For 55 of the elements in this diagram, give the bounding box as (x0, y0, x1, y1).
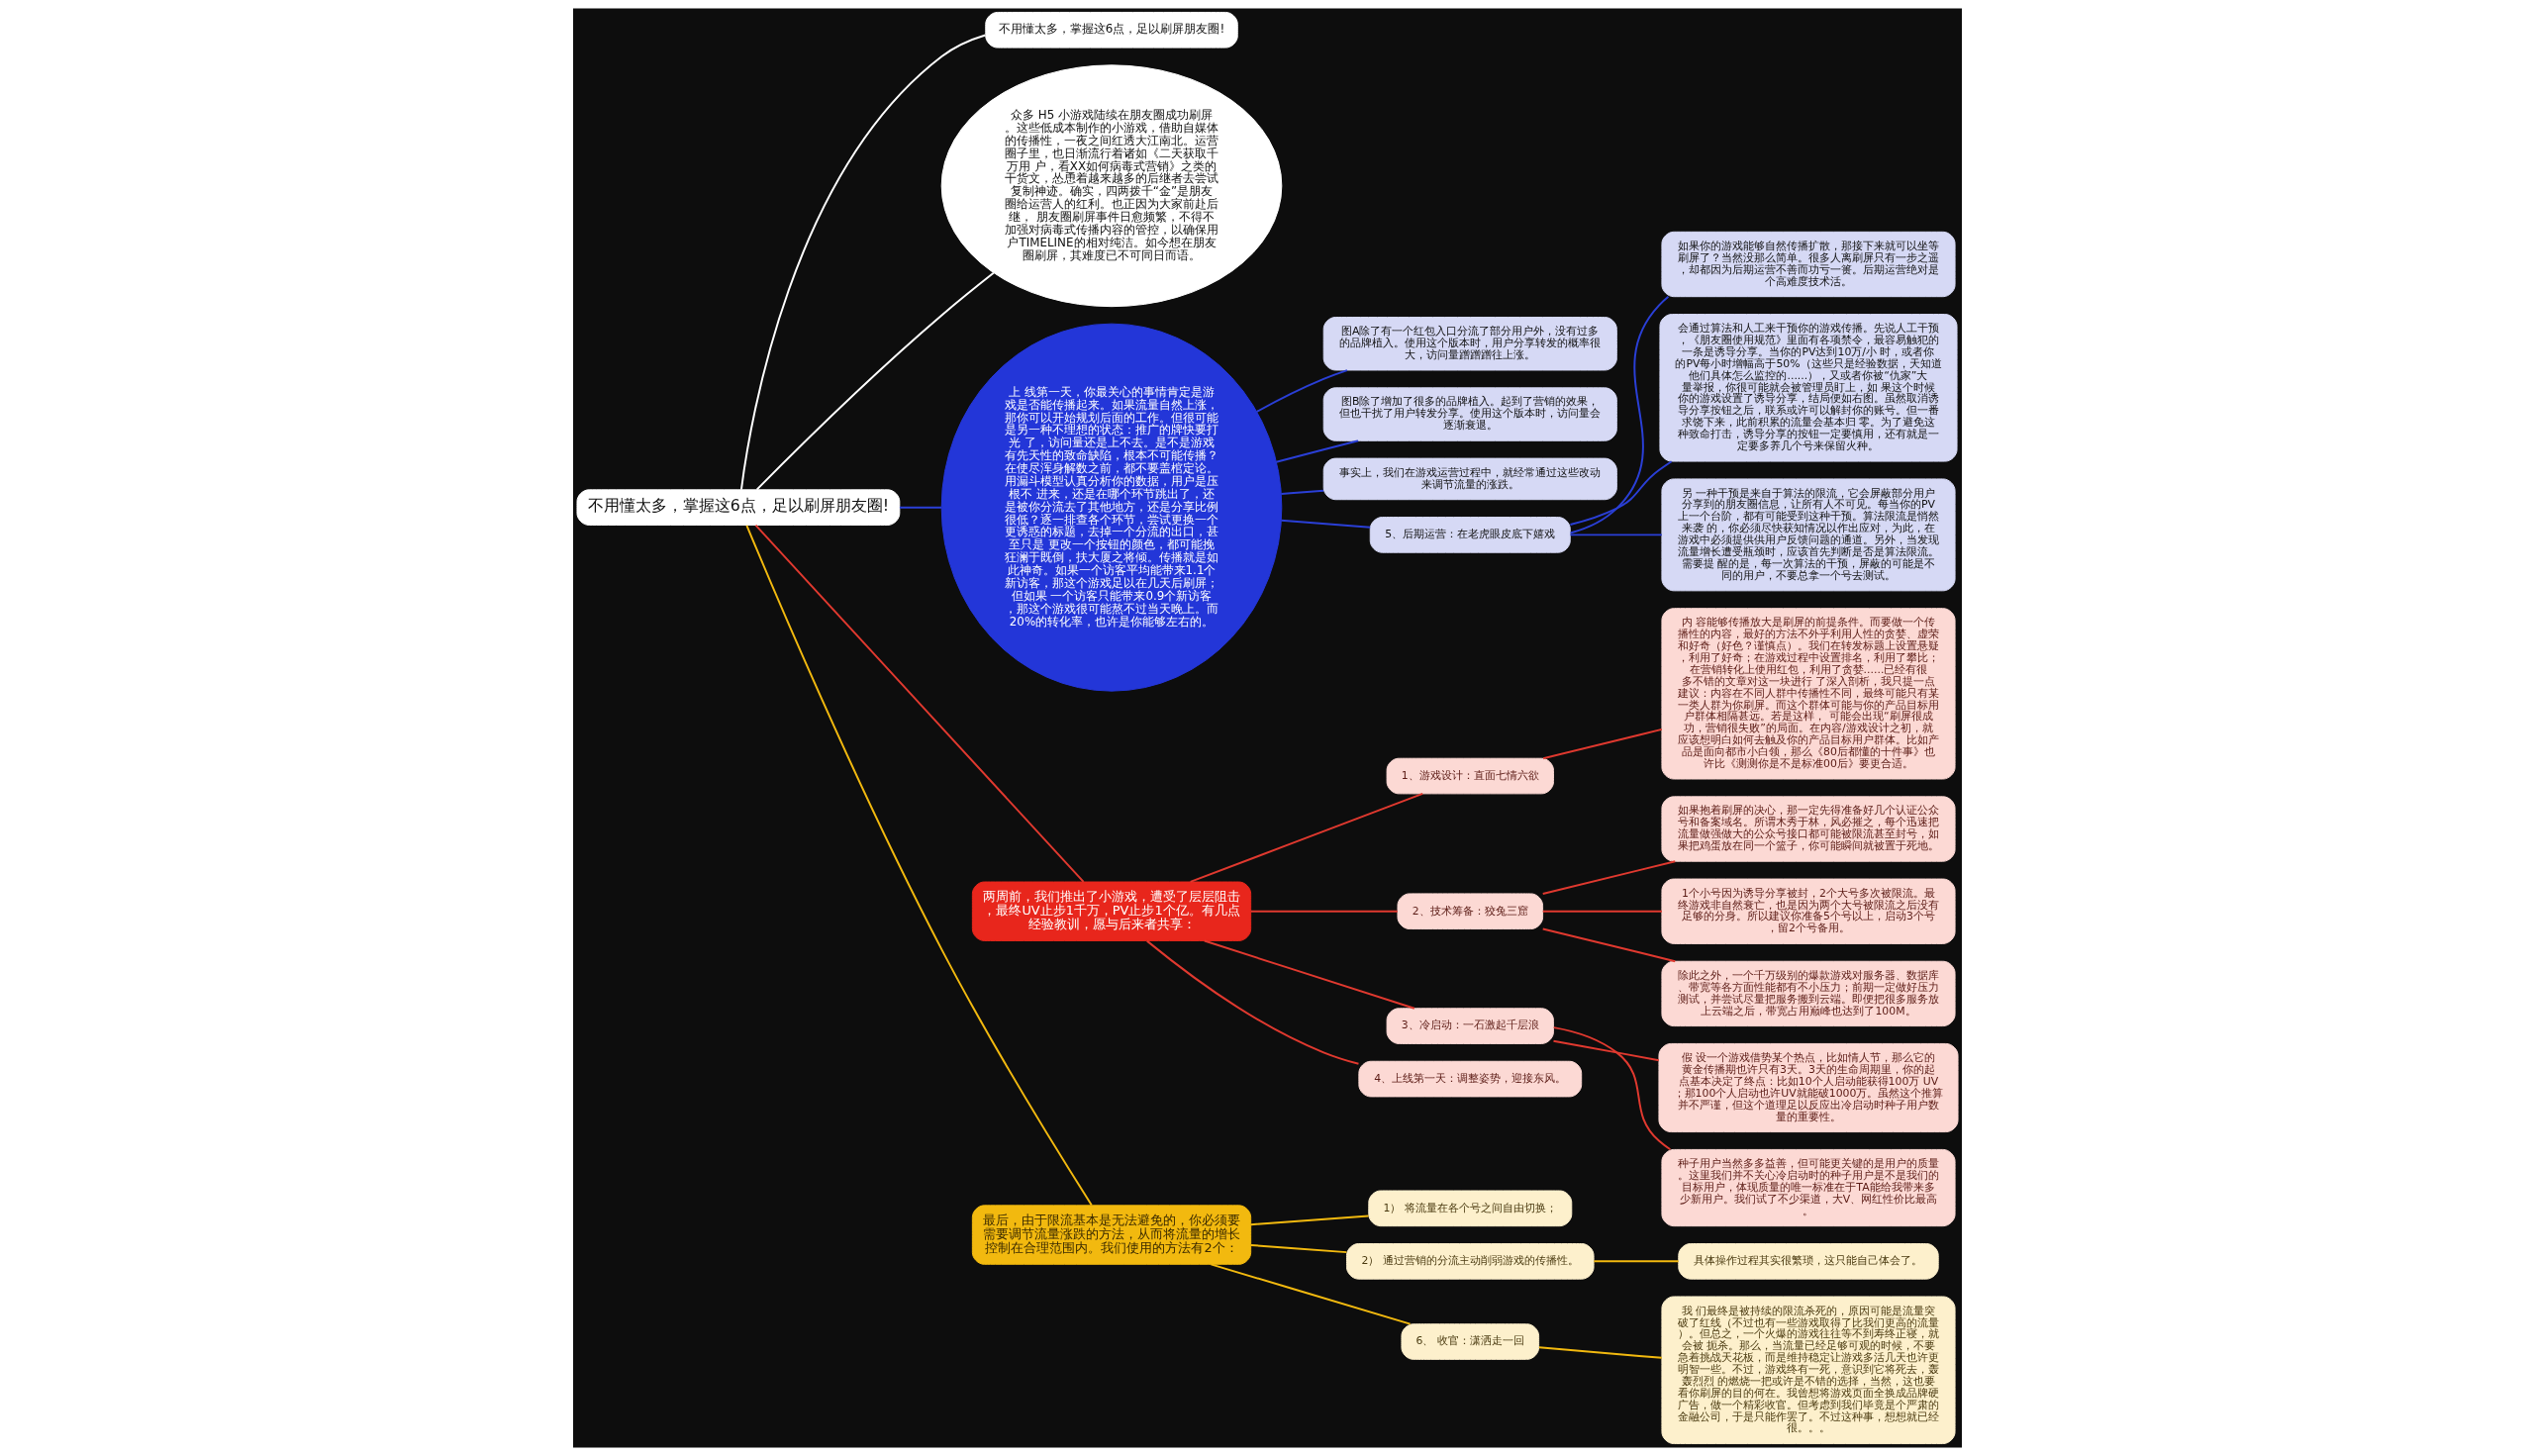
connector (1255, 369, 1348, 413)
connector (755, 271, 995, 491)
connector (1541, 728, 1663, 760)
node-box: 具体操作过程其实很繁琐，这只能自己体会了。 (1677, 1243, 1939, 1280)
node-box: 我 们最终是被持续的限流杀死的，原因可能是流量突破了红线（不过也有一些游戏取得了比我们更高的流量）。但总之，一个火爆的游戏往往等不到寿终正寝，就会被 扼杀。那么，当流量已经足够可观的时候，不要急着挑战天花板，而是维持稳定让游戏多活几天也许更明智一些。不过，游戏终有一死，意识到它将死去，轰轰烈烈 的燃烧一把或许是不错的选择，当然，这也要看你刷屏的目的何在。我曾想将游戏页面全换成品牌硬广告，做一个精彩收官。但考虑到我们毕竟是个严肃的金融公司，于是只能作罢了。不过这种事，想想就已经很。。。 (1660, 1296, 1956, 1445)
connector (1569, 295, 1669, 534)
connector (1209, 1263, 1412, 1325)
connector (1541, 910, 1663, 913)
connector (1249, 910, 1399, 913)
connector (1279, 489, 1324, 496)
connector (1592, 1260, 1680, 1263)
node-box: 5、后期运营：在老虎眼皮底下嬉戏 (1369, 517, 1571, 553)
node-box: 2、技术筹备：狡兔三窟 (1397, 893, 1543, 930)
connector (1568, 534, 1663, 536)
node-box: 图B除了增加了很多的品牌植入。起到了营销的效果，但也干扰了用户转发分享。使用这个版本时，访问量会逐渐衰退。 (1322, 387, 1617, 441)
node-box: 假 设一个游戏借势某个热点，比如情人节，那么它的黄金传播期也许只有3天。3天的生命周期里，你的起点基本决定了终点：比如10个人启动能获得100万 UV；那100个人启动也许UV就能破1000万。虽然这个推算并不严谨，但这个道理足以反应出冷启动时种子用户数量的重要性。 (1657, 1042, 1959, 1133)
node-box: 两周前，我们推出了小游戏，遭受了层层阻击，最终UV止步1千万，PV止步1个亿。有几点经验教训，愿与后来者共享： (971, 881, 1251, 941)
node-box: 3、冷启动：一石激起千层浪 (1386, 1008, 1554, 1044)
node-ellipse: 众多 H5 小游戏陆续在朋友圈成功刷屏。这些低成本制作的小游戏，借助自媒体的传播性，一夜之间红透大江南北。运营圈子里，也日渐流行着诸如《二天获取千万用 户，看XX如何病毒式营销》之类的干货文，怂恿着越来越多的后继者去尝试复制神迹。确实，四两拨千“金”是朋友圈给运营人的红利。也正因为大家前赴后继， 朋友圈刷屏事件日愈频繁，不得不加强对病毒式传播内容的管控，以确保用户TIMELINE的相对纯洁。如今想在朋友圈刷屏，其难度已不可同日而语。 (940, 64, 1282, 308)
connector (1274, 439, 1359, 463)
node-box: 会通过算法和人工来干预你的游戏传播。先说人工干预，《朋友圈使用规范》里面有各项禁令，最容易触犯的一条是诱导分享。当你的PV达到10万/小 时，或者你的PV每小时增幅高于50%（这些只是经验数据，天知道他们具体怎么监控的......），又或者你被“仇家”大量举报，你很可能就会被管理员盯上，如 果这个时候你的游戏设置了诱导分享，结局便如右图。虽然取消诱导分享按钮之后，联系或许可以解封你的账号。但一番求饶下来，此前积累的流量会基本归 零。为了避免这种致命打击，诱导分享的按钮一定要慎用，还有就是一定要多养几个号来保留火种。 (1658, 314, 1958, 462)
node-box: 最后，由于限流基本是无法避免的，你必须要需要调节流量涨跌的方法，从而将流量的增长控制在合理范围内。我们使用的方法有2个： (971, 1205, 1251, 1265)
node-box: 1个小号因为诱导分享被封，2个大号多次被限流。最终游戏非自然衰亡，也是因为两个大号被限流之后没有足够的分身。所以建议你准备5个号以上，启动3个号，留2个号备用。 (1660, 878, 1956, 944)
connector (1249, 1214, 1369, 1226)
connector (1145, 939, 1359, 1065)
connector (739, 34, 986, 491)
connector (1568, 460, 1673, 526)
connector (1537, 1346, 1663, 1359)
node-box: 不用懂太多，掌握这6点，足以刷屏朋友圈! (984, 11, 1238, 49)
node-circle: 上 线第一天，你最关心的事情肯定是游戏是否能传播起来。如果流量自然上涨，那你可以开始规划后面的工作。但很可能是另一种不理想的状态：推广的牌快要打光 了，访问量还是上不去。是不是游戏有先天性的致命缺陷，根本不可能传播？在使尽浑身解数之前，都不要盖棺定论。用漏斗模型认真分析你的数据，用户是压根不 进来，还是在哪个环节跳出了，还是被你分流去了其他地方，还是分享比例很低？逐一排查各个环节，尝试更换一个更诱惑的标题，去掉一个分流的出口，甚至只是 更改一个按钮的颜色，都可能挽狂澜于既倒，扶大厦之将倾。传播就是如此神奇。如果一个访客平均能带来1.1个新访客，那这个游戏足以在几天后刷屏；但如果 一个访客只能带来0.9个新访客，那这个游戏很可能熬不过当天晚上。而20%的转化率，也许是你能够左右的。 (940, 323, 1282, 692)
connector (744, 524, 1093, 1207)
connector (1203, 939, 1415, 1010)
node-box: 除此之外，一个千万级别的爆款游戏对服务器、数据库、带宽等各方面性能都有不小压力；前期一定做好压力测试，并尝试尽量把服务搬到云端。即便把很多服务放上云端之后，带宽占用巅峰也达到了100M。 (1660, 960, 1956, 1027)
connector (1279, 519, 1371, 529)
node-box: 4、上线第一天：调整姿势，迎接东风。 (1357, 1060, 1582, 1098)
connector (1189, 792, 1423, 883)
node-box: 1、游戏设计：直面七情六欲 (1386, 757, 1554, 795)
node-box: 1） 将流量在各个号之间自由切换； (1367, 1190, 1572, 1227)
node-box: 如果你的游戏能够自然传播扩散，那接下来就可以坐等刷屏了？当然没那么简单。很多人离刷屏只有一步之遥，却都因为后期运营不善而功亏一篑。后期运营绝对是个高难度技术活。 (1660, 231, 1956, 298)
connector (1541, 927, 1676, 963)
node-box: 事实上，我们在游戏运营过程中，就经常通过这些改动来调节流量的涨跌。 (1322, 457, 1617, 501)
connector (898, 506, 942, 509)
connector (1249, 1243, 1347, 1254)
connector (1552, 1026, 1671, 1151)
connector (754, 524, 1085, 883)
node-box: 种子用户当然多多益善，但可能更关键的是用户的质量。这里我们并不关心冷启动时的种子用户是不是我们的目标用户，体现质量的唯一标准在于TA能给我带来多少新用户。我们试了不少渠道，大V、网红性价比最高。 (1660, 1148, 1956, 1227)
node-box: 如果抱着刷屏的决心，那一定先得准备好几个认证公众号和备案域名。所谓木秀于林，风必摧之，每个迅速把流量做强做大的公众号接口都可能被限流甚至封号，如果把鸡蛋放在同一个篮子，你可能瞬间就被置于死地。 (1660, 796, 1956, 862)
node-box: 不用懂太多，掌握这6点，足以刷屏朋友圈! (575, 489, 900, 526)
node-box: 内 容能够传播放大是刷屏的前提条件。而要做一个传播性的内容，最好的方法不外乎利用人性的贪婪、虚荣和好奇（好色？谨慎点）。我们在转发标题上设置悬疑，利用了好奇；在游戏过程中设置排名，利用了攀比；在营销转化上使用红包，利用了贪婪......已经有很多不错的文章对这一块进行 了深入剖析，我只提一点建议：内容在不同人群中传播性不同，最终可能只有某一类人群为你刷屏。而这个群体可能与你的产品目标用户群体相隔甚远。若是这样， 可能会出现“刷屏很成功，营销很失败”的局面。在内容/游戏设计之初，就应该想明白如何去触及你的产品目标用户群体。比如产品是面向都市小白领，那么《80后都懂的十件事》也许比《测测你是不是标准00后》要更合适。 (1660, 608, 1956, 780)
connector (1541, 860, 1676, 895)
node-box: 图A除了有一个红包入口分流了部分用户外，没有过多的品牌植入。使用这个版本时，用户分享转发的概率很大，访问量蹭蹭蹭往上涨。 (1322, 317, 1617, 371)
node-box: 6、 收官：潇洒走一回 (1400, 1323, 1539, 1360)
node-box: 2） 通过营销的分流主动削弱游戏的传播性。 (1345, 1243, 1595, 1280)
node-box: 另 一种干预是来自于算法的限流，它会屏蔽部分用户分享到的朋友圈信息，让所有人不可见。每当你的PV上一个台阶，都有可能受到这种干预。算法限流是悄然来袭 的，你必须尽快获知情况以作出应对，为此，在游戏中必须提供供用户反馈问题的通道。另外，当发现流量增长遭受瓶颈时，应该首先判断是否是算法限流。需要提 醒的是，每一次算法的干预，屏蔽的可能是不同的用户，不要总拿一个号去测试。 (1660, 478, 1956, 592)
connector (1552, 1039, 1660, 1062)
